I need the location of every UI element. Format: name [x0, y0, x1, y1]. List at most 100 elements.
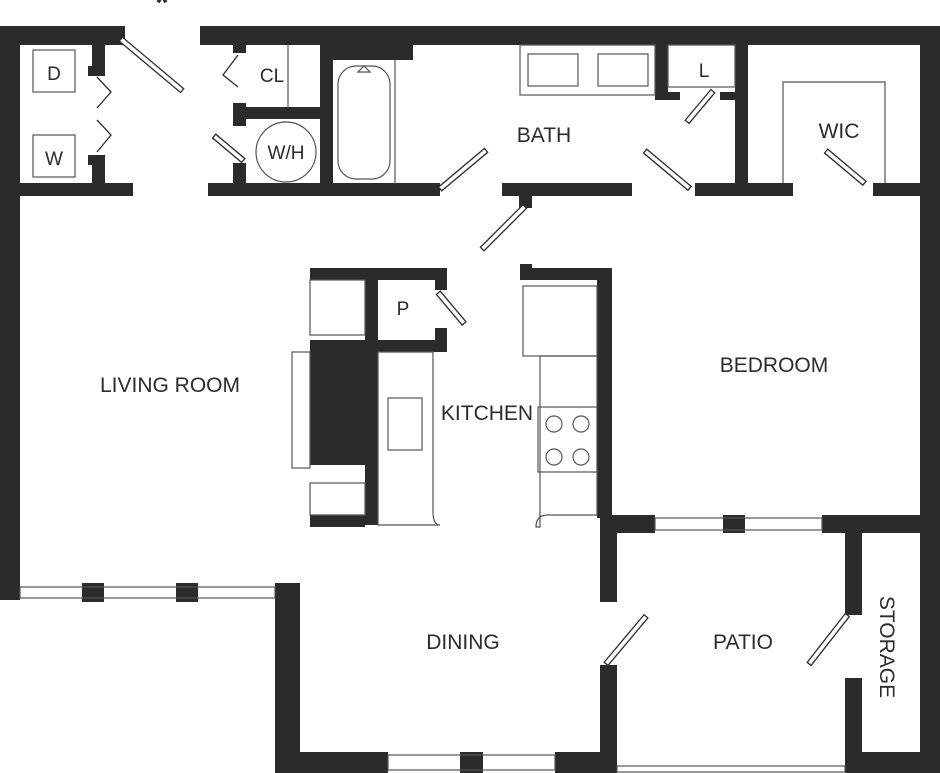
wall — [320, 45, 333, 185]
wall — [176, 583, 198, 602]
wall — [378, 340, 447, 352]
fixture-outline — [545, 415, 563, 433]
wall — [845, 533, 862, 615]
walls — [0, 26, 940, 773]
closet-label: CL — [260, 66, 284, 87]
wall — [655, 45, 668, 100]
wall — [233, 45, 246, 53]
fixtures — [32, 44, 886, 528]
living-room-label: LIVING ROOM — [100, 374, 240, 397]
washer-label: W — [45, 149, 63, 170]
fixture-outline — [616, 765, 846, 773]
door — [806, 612, 851, 667]
stove — [537, 406, 598, 473]
dining-label: DINING — [426, 631, 500, 654]
wall — [597, 268, 612, 518]
fixture-outline — [527, 53, 579, 87]
wall — [88, 66, 105, 76]
door — [684, 88, 716, 125]
wall — [735, 45, 748, 185]
wall — [0, 26, 20, 600]
fixture-outline — [572, 448, 590, 466]
kitchen-label: KITCHEN — [441, 402, 533, 425]
wall — [365, 280, 378, 525]
wall — [695, 183, 793, 196]
kitchen-sink — [387, 397, 423, 451]
wall — [600, 665, 617, 773]
door — [118, 36, 185, 94]
kitchen-counter-right — [535, 355, 598, 528]
fixture-outline — [309, 482, 366, 516]
refrigerator — [522, 285, 598, 357]
wic-label: WIC — [819, 120, 860, 143]
bathtub — [337, 65, 391, 180]
door — [437, 147, 489, 192]
door — [222, 54, 239, 88]
water-heater — [255, 121, 317, 183]
door — [823, 148, 867, 187]
vanity — [519, 44, 656, 96]
wall — [822, 515, 940, 533]
door — [642, 148, 693, 192]
wall — [460, 752, 483, 773]
door — [479, 203, 528, 252]
wall — [555, 752, 617, 773]
windows — [19, 517, 846, 773]
patio-label: PATIO — [713, 631, 773, 654]
door — [96, 76, 112, 109]
fixture-outline — [545, 448, 563, 466]
wall — [435, 328, 447, 352]
kitchen-counter — [377, 351, 441, 526]
pantry-label: P — [397, 299, 410, 320]
wall — [320, 45, 413, 60]
wall — [82, 583, 104, 602]
wall — [233, 107, 330, 119]
bath-label: BATH — [517, 124, 571, 147]
wall — [655, 92, 680, 100]
wall — [920, 26, 940, 773]
wall — [723, 515, 745, 533]
linen-label: L — [699, 61, 710, 82]
fixture-outline — [654, 517, 823, 531]
fixture-outline — [597, 53, 649, 87]
doors — [96, 36, 867, 667]
wall — [0, 26, 125, 45]
door — [211, 133, 246, 164]
wall — [208, 183, 440, 196]
dryer-label: D — [47, 64, 61, 85]
fireplace — [310, 340, 365, 465]
wall — [600, 515, 617, 602]
wall — [310, 515, 365, 527]
storage-label: STORAGE — [875, 596, 898, 698]
entry-marker: * — [155, 0, 169, 22]
door — [603, 613, 649, 667]
fixture-outline — [782, 81, 886, 183]
door — [96, 119, 112, 153]
wall — [233, 163, 246, 185]
fixture-outline — [19, 586, 276, 599]
wall — [520, 268, 612, 280]
labels: * D W CL W/H BATH L WIC P LIVING ROOM KI… — [45, 0, 898, 698]
washer-box — [32, 134, 76, 178]
wall — [720, 92, 748, 100]
wall — [502, 183, 632, 196]
wall — [310, 268, 447, 280]
fixture-outline — [667, 44, 736, 88]
wall — [845, 678, 862, 773]
wall — [88, 155, 105, 165]
fixture-outline — [387, 754, 556, 771]
wall — [200, 26, 940, 45]
fixture-outline — [572, 415, 590, 433]
wall — [845, 752, 940, 773]
wall — [275, 752, 388, 773]
door — [435, 290, 467, 326]
fixture-outline — [291, 351, 311, 469]
bedroom-label: BEDROOM — [720, 354, 829, 377]
wall — [435, 268, 447, 290]
fixture-outline — [309, 279, 366, 336]
wall — [275, 583, 300, 773]
dryer-box — [32, 49, 76, 93]
fixture-outline — [356, 65, 372, 73]
water-heater-label: W/H — [268, 143, 305, 164]
